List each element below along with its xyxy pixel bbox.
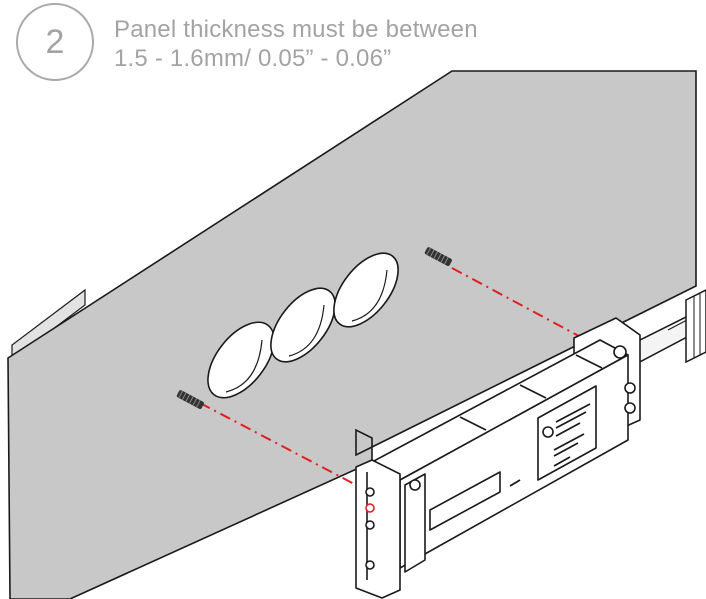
alignment-guide-left bbox=[199, 402, 361, 488]
cable-icon bbox=[633, 289, 706, 367]
instruction-text: Panel thickness must be between 1.5 - 1.… bbox=[114, 15, 478, 73]
alignment-guides bbox=[199, 267, 591, 488]
panel-hole-icon bbox=[270, 287, 336, 363]
instruction-line-2: 1.5 - 1.6mm/ 0.05” - 0.06” bbox=[114, 45, 392, 72]
threaded-stud-icon bbox=[424, 247, 452, 266]
connector-module-icon bbox=[355, 317, 641, 599]
panel-hole-icon bbox=[333, 252, 399, 328]
alignment-guide-right bbox=[451, 267, 591, 343]
panel-holes bbox=[207, 252, 399, 399]
instruction-line-1: Panel thickness must be between bbox=[114, 16, 478, 43]
threaded-stud-icon bbox=[176, 390, 204, 409]
step-number: 2 bbox=[45, 22, 65, 61]
panel-hole-icon bbox=[207, 321, 275, 399]
step-number-badge: 2 bbox=[16, 3, 94, 81]
mounting-panel bbox=[7, 70, 697, 599]
